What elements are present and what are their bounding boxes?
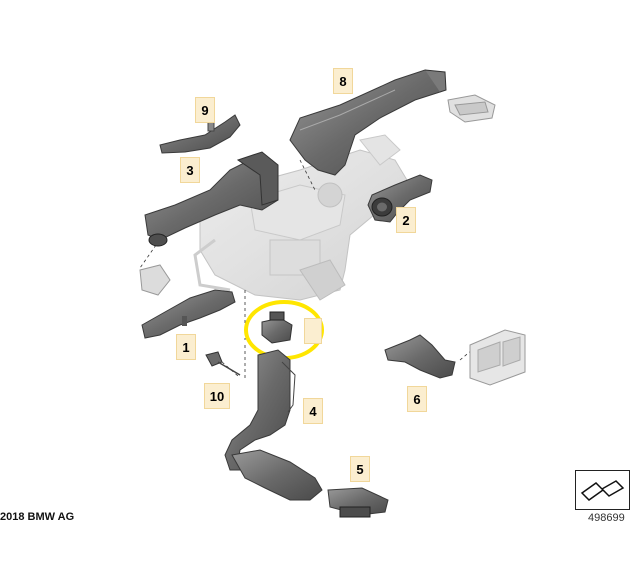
callout-6[interactable]: 5 [350,456,370,482]
callout-5[interactable]: 4 [303,398,323,424]
part-8-duct [384,334,456,379]
arrow-navigation-icon[interactable] [575,470,630,510]
callout-1[interactable]: 1 [176,334,196,360]
callout-2[interactable]: 2 [396,207,416,233]
callout-8[interactable]: 6 [407,386,427,412]
part-6-duct [231,449,389,518]
callout-9[interactable]: 9 [195,97,215,123]
image-number: 498699 [588,512,625,524]
callout-highlight-blank[interactable] [304,318,322,344]
highlighted-part-adapter [261,311,293,344]
callout-10[interactable]: 10 [204,383,230,409]
vent-grille-right [469,329,526,386]
part-10-sensor [205,351,241,376]
part-3-duct [144,151,279,247]
part-4-duct [289,69,447,176]
copyright-text: 2018 BMW AG [0,511,75,523]
part-1-duct [141,289,236,339]
callout-4[interactable]: 8 [333,68,353,94]
clip-small-left [139,264,171,296]
vent-nozzle-top [447,94,496,123]
part-2-duct [367,174,433,223]
callout-3[interactable]: 3 [180,157,200,183]
